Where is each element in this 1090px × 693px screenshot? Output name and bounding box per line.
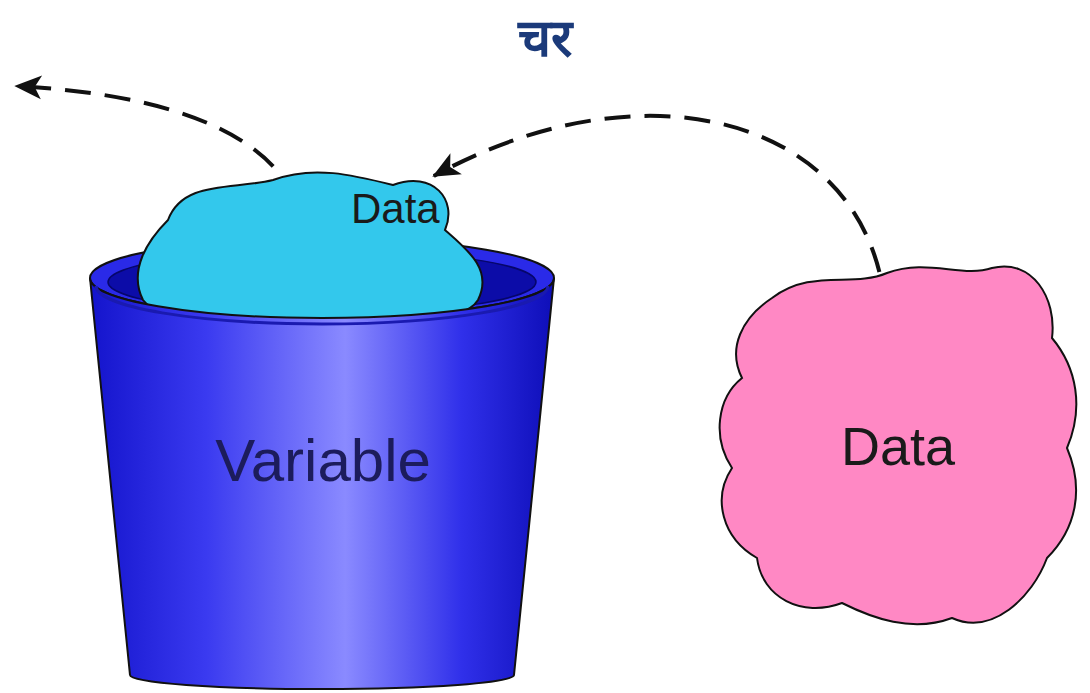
bucket-body xyxy=(90,278,554,689)
dashed-arrow xyxy=(434,116,880,272)
bucket-label: Variable xyxy=(215,428,431,494)
bucket-node: DataVariable xyxy=(88,160,558,693)
data-blob: Data xyxy=(123,160,493,330)
bucket-front xyxy=(88,160,558,693)
title-wrap: चर xyxy=(0,0,1090,71)
data-label: Data xyxy=(841,417,955,476)
data-label: Data xyxy=(351,186,440,232)
title-text: चर xyxy=(518,8,572,68)
bucket-rim-front xyxy=(96,286,548,324)
data-blob: Data xyxy=(712,258,1084,636)
